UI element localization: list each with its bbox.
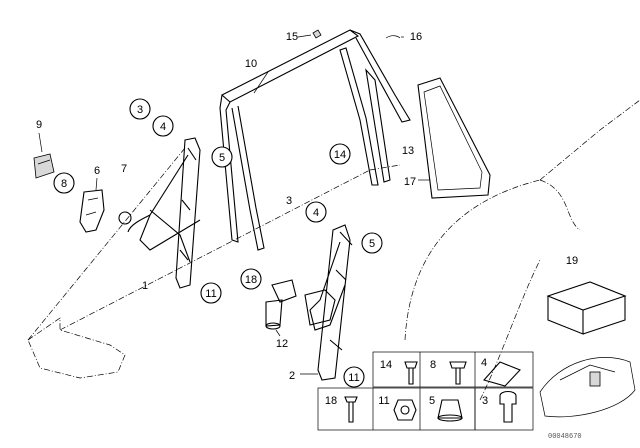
table-label-14: 14 — [380, 359, 392, 371]
quarter-glass — [417, 77, 491, 199]
motor — [265, 279, 297, 330]
cap-9 — [33, 153, 55, 179]
callout-1: 1 — [142, 280, 148, 292]
repair-kit-box — [546, 281, 627, 335]
svg-text:5: 5 — [219, 152, 225, 164]
callout-13: 13 — [402, 145, 414, 157]
table-label-18: 18 — [325, 395, 337, 407]
leader-lines — [38, 34, 430, 375]
callout-4a: 4 — [152, 115, 174, 137]
callout-12: 12 — [276, 338, 288, 350]
callout-11b: 11 — [343, 366, 365, 388]
callout-10: 10 — [245, 58, 257, 70]
callout-17: 17 — [404, 176, 416, 188]
hardware-table — [317, 351, 534, 431]
diagram-id-stamp: 00048670 — [548, 433, 582, 441]
svg-text:14: 14 — [334, 149, 346, 161]
callout-9: 9 — [36, 119, 42, 131]
window-regulator-right — [304, 224, 353, 381]
svg-text:4: 4 — [313, 207, 319, 219]
svg-text:4: 4 — [160, 121, 166, 133]
table-label-4: 4 — [481, 357, 487, 369]
svg-text:11: 11 — [205, 288, 216, 300]
callout-5b: 5 — [361, 232, 383, 254]
svg-text:5: 5 — [369, 238, 375, 250]
clip-part-16 — [385, 35, 401, 39]
callout-15: 15 — [286, 31, 298, 43]
callout-2: 2 — [289, 370, 295, 382]
window-regulator-left — [118, 137, 201, 289]
callout-7: 7 — [121, 163, 127, 175]
table-label-3: 3 — [482, 395, 488, 407]
callout-3a: 3 — [129, 98, 151, 120]
guide-rails — [339, 47, 391, 186]
callout-4b: 4 — [305, 201, 327, 223]
callout-19: 19 — [566, 255, 578, 267]
svg-text:3: 3 — [137, 104, 143, 116]
svg-text:18: 18 — [245, 274, 257, 286]
table-label-11: 11 — [378, 395, 389, 407]
svg-text:11: 11 — [348, 372, 359, 384]
svg-text:8: 8 — [61, 178, 67, 190]
callout-14: 14 — [329, 143, 351, 165]
table-label-8: 8 — [430, 359, 436, 371]
callout-3b: 3 — [286, 195, 292, 207]
callout-11a: 11 — [200, 282, 222, 304]
bracket-6 — [79, 189, 105, 233]
callout-8: 8 — [53, 172, 75, 194]
callout-6: 6 — [94, 165, 100, 177]
window-frame — [219, 29, 411, 251]
clip-part-15 — [312, 29, 322, 39]
callout-16: 16 — [410, 31, 422, 43]
callout-5a: 5 — [211, 146, 233, 168]
table-label-5: 5 — [429, 395, 435, 407]
callout-18: 18 — [240, 268, 262, 290]
door-outline — [27, 99, 640, 401]
car-silhouette — [539, 357, 636, 418]
